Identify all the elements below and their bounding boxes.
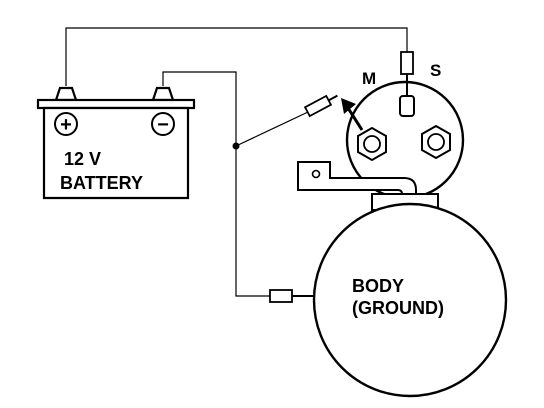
- starter-body-housing: [312, 202, 508, 398]
- wire-battery-positive-to-s-terminal: [65, 27, 408, 86]
- battery-positive-terminal: [54, 112, 78, 136]
- battery-positive-post: [54, 86, 78, 102]
- ground-connector-plug-icon: [269, 289, 314, 303]
- m-arrow-head: [341, 98, 356, 114]
- battery-name-label: BATTERY: [60, 173, 143, 193]
- wire-junction-dot: [232, 142, 240, 150]
- s-connector-sleeve: [400, 51, 414, 75]
- s-terminal-label: S: [430, 61, 441, 80]
- wire-junction-to-m-lead: [235, 111, 309, 147]
- battery-negative-terminal: [151, 112, 175, 136]
- battery-negative-post: [151, 86, 175, 102]
- starter-body-label: BODY: [352, 276, 404, 296]
- s-terminal-clip-front: [399, 95, 415, 117]
- m-bolt-center: [363, 135, 381, 153]
- m-plug-pin: [328, 94, 338, 102]
- wires: [65, 27, 408, 297]
- battery-negative-symbol: −: [157, 114, 169, 136]
- m-plug-body: [303, 94, 333, 118]
- battery-icon: + − 12 V BATTERY: [36, 86, 196, 200]
- m-arrow-shaft: [346, 107, 364, 131]
- m-terminal-bolt-icon: [357, 126, 387, 162]
- battery-positive-symbol: +: [60, 114, 72, 136]
- bracket-hole: [311, 169, 321, 179]
- arrow-icon: [341, 98, 364, 131]
- battery-voltage-label: 12 V: [64, 149, 101, 169]
- b-bolt-center: [427, 133, 445, 151]
- starter-ground-label: (GROUND): [352, 298, 444, 318]
- starter-body: BODY (GROUND): [312, 193, 508, 398]
- battery-case: [42, 106, 190, 200]
- battery-lid: [36, 98, 196, 110]
- m-terminal-label: M: [362, 69, 376, 88]
- solenoid: M S: [345, 61, 465, 200]
- ground-plug-body: [269, 289, 293, 303]
- wire-battery-negative: [162, 71, 237, 146]
- b-terminal-bolt-icon: [421, 124, 451, 160]
- wire-junction-to-body-ground: [235, 146, 270, 297]
- m-lead-connector-plug-icon: [303, 94, 338, 118]
